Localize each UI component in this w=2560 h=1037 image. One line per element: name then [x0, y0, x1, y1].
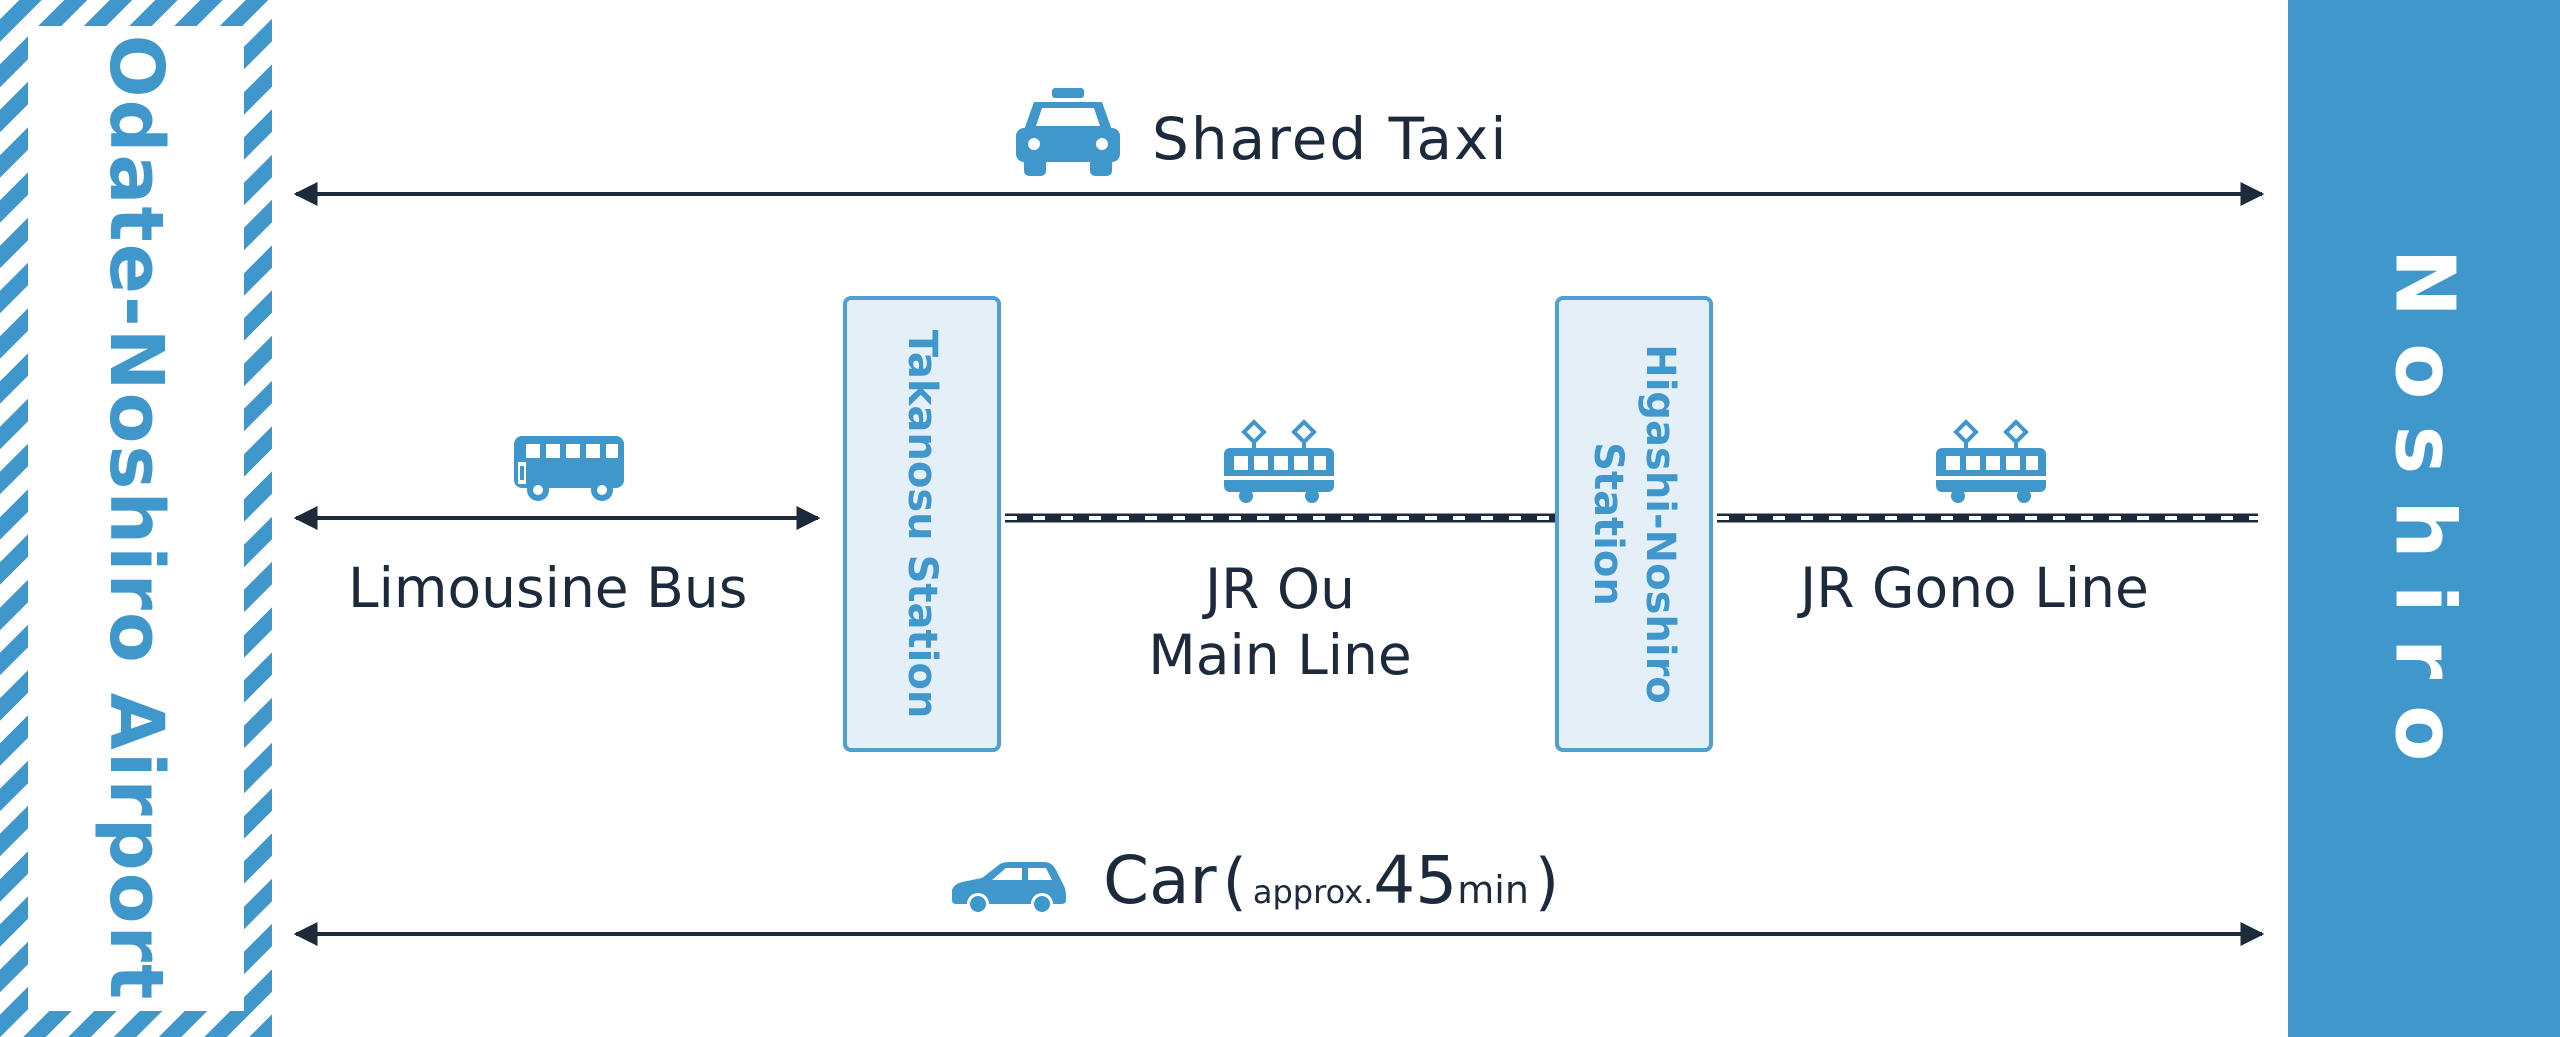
- car-duration-value: 45: [1373, 842, 1458, 919]
- bus-label: Limousine Bus: [348, 556, 748, 620]
- train-icon: [1224, 419, 1334, 503]
- noshiro-box: Noshiro: [2288, 0, 2560, 1037]
- car-label-group: Car ( approx. 45 min ): [1103, 842, 1565, 919]
- higashi-noshiro-label-1: Higashi-Noshiro: [1637, 344, 1683, 704]
- ou-line-label: JR Ou Main Line: [1140, 556, 1420, 688]
- takanosu-station-label: Takanosu Station: [899, 329, 945, 719]
- taxi-icon: [1016, 88, 1120, 176]
- ou-line-label-2: Main Line: [1148, 623, 1412, 687]
- higashi-noshiro-label-2: Station: [1585, 442, 1631, 606]
- gono-line-label: JR Gono Line: [1800, 556, 2149, 620]
- taxi-label: Shared Taxi: [1152, 105, 1509, 173]
- car-close-paren: ): [1534, 845, 1560, 918]
- airport-box-inner: [28, 26, 244, 1011]
- car-open-paren: (: [1222, 845, 1247, 918]
- car-label: Car: [1103, 842, 1217, 919]
- higashi-noshiro-station-box: Higashi-Noshiro Station: [1555, 296, 1713, 752]
- bus-icon: [514, 436, 624, 501]
- car-icon: [952, 862, 1066, 915]
- car-approx-label: approx.: [1252, 873, 1374, 911]
- ou-line-label-1: JR Ou: [1204, 557, 1356, 621]
- car-duration-unit: min: [1457, 868, 1529, 912]
- train-icon: [1936, 419, 2046, 503]
- airport-box: Odate-Noshiro Airport: [0, 0, 272, 1037]
- higashi-noshiro-station-label: Higashi-Noshiro Station: [1582, 344, 1686, 704]
- takanosu-station-box: Takanosu Station: [843, 296, 1001, 752]
